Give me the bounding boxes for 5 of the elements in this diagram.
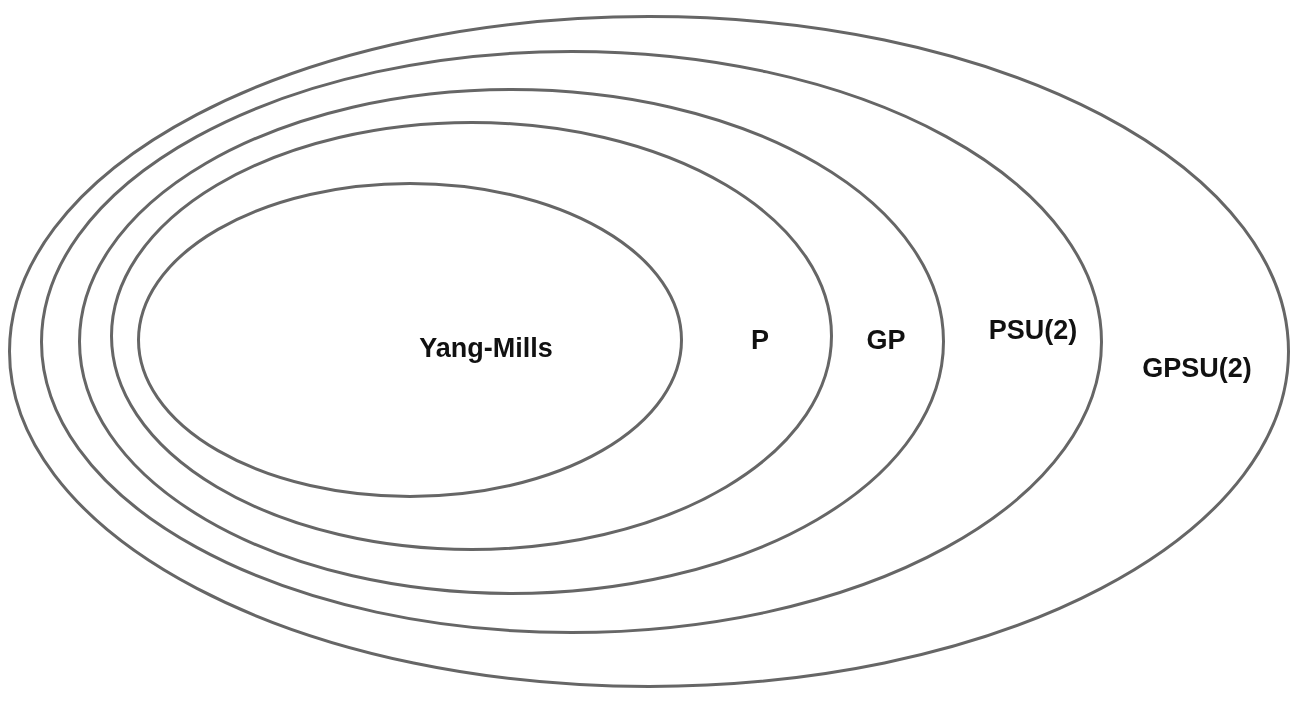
set-label: Yang-Mills <box>419 332 553 364</box>
set-label: P <box>751 324 769 356</box>
set-label: GPSU(2) <box>1142 352 1252 384</box>
set-label: PSU(2) <box>988 314 1078 346</box>
set-label: GP <box>866 324 906 356</box>
